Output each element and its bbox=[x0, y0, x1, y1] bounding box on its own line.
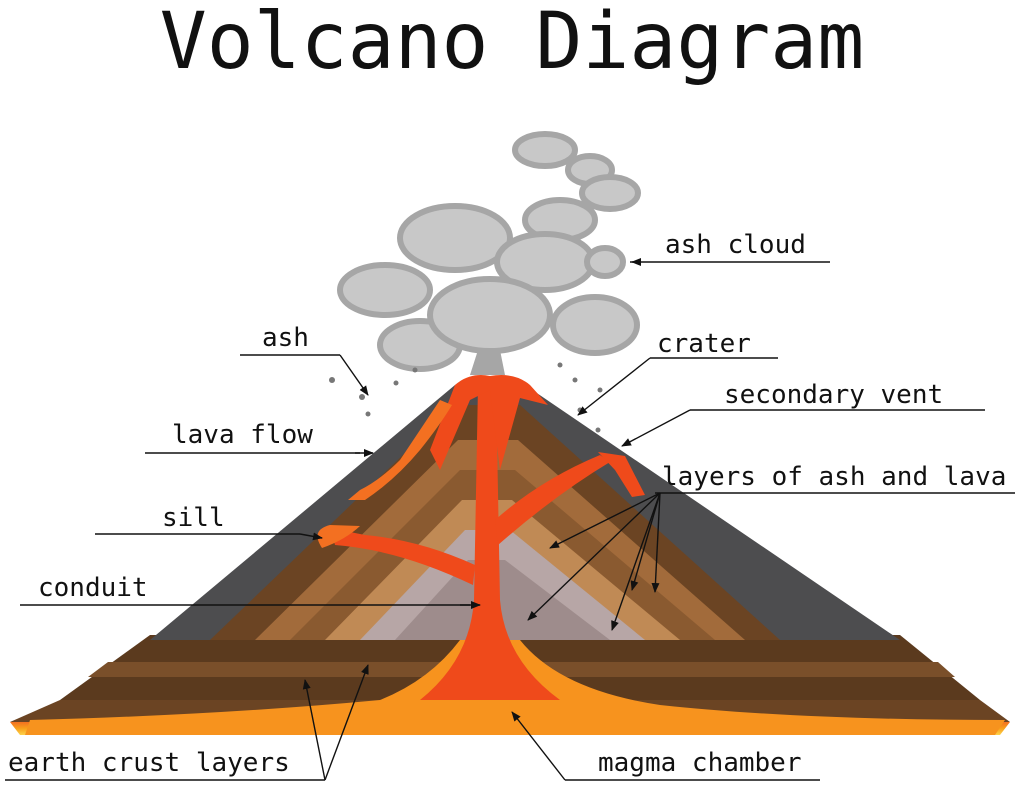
conduit-shape bbox=[420, 385, 560, 700]
label-conduit: conduit bbox=[38, 573, 148, 603]
label-layers: layers of ash and lava bbox=[662, 462, 1006, 492]
secondary-vent-flow bbox=[598, 452, 645, 497]
left-lava-flow bbox=[348, 400, 452, 500]
label-sill: sill bbox=[162, 503, 225, 533]
summit-lava bbox=[430, 375, 548, 470]
sill-shape bbox=[330, 528, 475, 585]
ash-cloud-shape bbox=[337, 131, 641, 372]
leader-lines bbox=[5, 258, 1015, 781]
sill-tip bbox=[317, 525, 360, 548]
label-crater: crater bbox=[657, 329, 751, 359]
label-secondary-vent: secondary vent bbox=[724, 380, 943, 410]
label-magma-chamber: magma chamber bbox=[598, 748, 802, 778]
label-ash-cloud: ash cloud bbox=[665, 230, 806, 260]
eruption-column bbox=[470, 350, 505, 375]
label-ash: ash bbox=[262, 323, 309, 353]
secondary-branch-shape bbox=[495, 455, 610, 545]
label-earth-crust-layers: earth crust layers bbox=[8, 748, 290, 778]
diagram-title: Volcano Diagram bbox=[159, 0, 865, 87]
label-lava-flow: lava flow bbox=[172, 420, 313, 450]
